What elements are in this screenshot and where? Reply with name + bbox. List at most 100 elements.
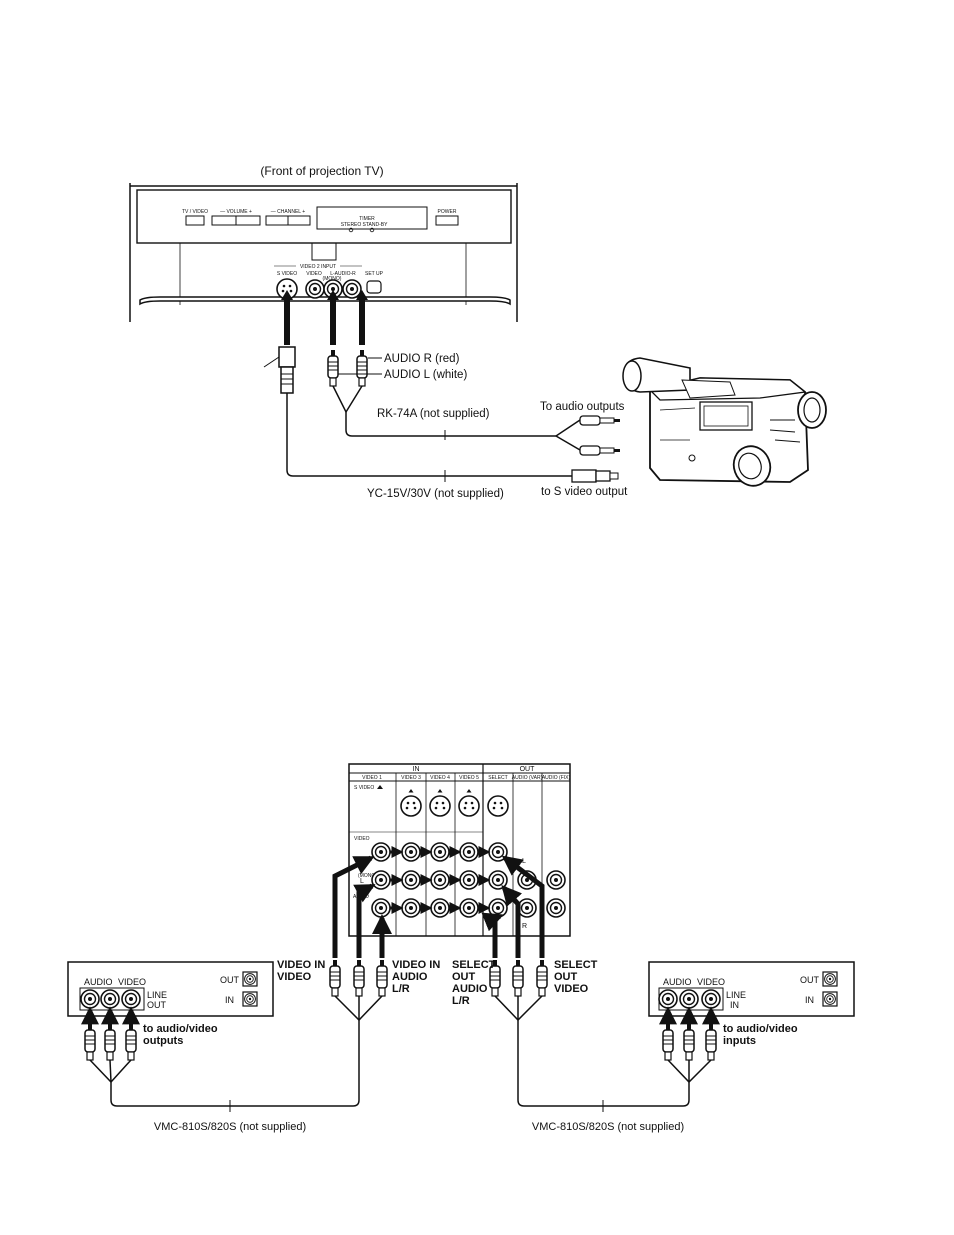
camcorder-side-plugs bbox=[571, 415, 620, 483]
right-vcr: AUDIO VIDEO LINE IN OUT IN bbox=[648, 961, 855, 1017]
select-out-audio-label-4: L/R bbox=[452, 995, 470, 1007]
video3-video-jack[interactable] bbox=[401, 842, 421, 862]
caption-front-of-tv: (Front of projection TV) bbox=[260, 164, 383, 178]
video-in-video-plug bbox=[329, 959, 341, 997]
right-vcr-video-plug bbox=[705, 1023, 717, 1061]
setup-button[interactable] bbox=[366, 280, 382, 294]
s-video-jack-select[interactable] bbox=[487, 795, 509, 817]
tv-video-label: TV / VIDEO bbox=[182, 209, 208, 215]
video5-audio-r-jack[interactable] bbox=[459, 898, 479, 918]
timer-label: TIMER bbox=[359, 216, 375, 222]
mono-row-label: (MONO) bbox=[358, 873, 377, 879]
left-vcr-audio-r-jack[interactable] bbox=[100, 989, 120, 1009]
left-vcr-rf-in-jack[interactable] bbox=[244, 993, 256, 1005]
col-audio-fix: AUDIO (FIX) bbox=[542, 775, 571, 781]
left-vcr-video-plug bbox=[125, 1023, 137, 1061]
select-out-video-label-3: VIDEO bbox=[554, 983, 589, 995]
power-button[interactable] bbox=[435, 215, 459, 226]
video5-audio-l-jack[interactable] bbox=[459, 870, 479, 890]
left-vcr-audio-l-jack[interactable] bbox=[80, 989, 100, 1009]
top-connection-arrows bbox=[281, 290, 368, 345]
to-av-inputs-label-1: to audio/video bbox=[723, 1023, 798, 1035]
power-label: POWER bbox=[438, 209, 457, 215]
right-vcr-audio-r-jack[interactable] bbox=[679, 989, 699, 1009]
video3-audio-l-jack[interactable] bbox=[401, 870, 421, 890]
l-row-label: L bbox=[360, 878, 364, 885]
col-audio-var: AUDIO (VAR) bbox=[512, 775, 543, 781]
to-av-outputs-label-1: to audio/video bbox=[143, 1023, 218, 1035]
right-vcr-line-in-label: IN bbox=[730, 1000, 739, 1010]
select-audio-l-jack[interactable] bbox=[488, 870, 508, 890]
video4-video-jack[interactable] bbox=[430, 842, 450, 862]
right-vcr-arrows bbox=[659, 1006, 720, 1025]
camcorder-icon bbox=[622, 357, 827, 487]
volume-label: — VOLUME + bbox=[220, 209, 252, 215]
in-header: IN bbox=[413, 766, 420, 773]
s-video-jack-video3[interactable] bbox=[400, 795, 422, 817]
video2-input-label: VIDEO 2 INPUT bbox=[300, 264, 336, 270]
video4-audio-r-jack[interactable] bbox=[430, 898, 450, 918]
left-vcr-audio-r-plug bbox=[104, 1023, 116, 1061]
audio-fix-r-jack[interactable] bbox=[546, 898, 566, 918]
setup-label: SET UP bbox=[365, 271, 384, 277]
left-vcr-rf-out-label: OUT bbox=[220, 975, 240, 985]
audio-lr-label: L-AUDIO-R bbox=[330, 271, 356, 277]
bottom-diagram: IN OUT VIDEO 1 VIDEO 3 VIDEO 4 VIDEO 5 S… bbox=[67, 763, 855, 1133]
right-vcr-audio-r-plug bbox=[683, 1023, 695, 1061]
left-vcr-line-out-label: OUT bbox=[147, 1000, 167, 1010]
bottom-cables bbox=[89, 995, 712, 1107]
video-in-audio-label-2: AUDIO bbox=[392, 971, 428, 983]
rk74a-label: RK-74A (not supplied) bbox=[377, 408, 490, 420]
s-video-jack-video5[interactable] bbox=[458, 795, 480, 817]
to-audio-outputs-label: To audio outputs bbox=[540, 401, 625, 413]
video3-audio-r-jack[interactable] bbox=[401, 898, 421, 918]
s-video-plug bbox=[263, 346, 296, 394]
stereo-label: STEREO bbox=[341, 222, 362, 228]
right-vcr-video-jack[interactable] bbox=[701, 989, 721, 1009]
left-vcr-video-jack[interactable] bbox=[121, 989, 141, 1009]
video4-audio-l-jack[interactable] bbox=[430, 870, 450, 890]
right-vcr-rf-out-jack[interactable] bbox=[824, 973, 836, 985]
audio-var-r-jack[interactable] bbox=[517, 898, 537, 918]
out-r-label: R bbox=[522, 923, 527, 930]
video-label: VIDEO bbox=[306, 271, 322, 277]
standby-label: STAND-BY bbox=[363, 222, 389, 228]
audio-l-label: AUDIO L (white) bbox=[384, 369, 467, 381]
video5-video-jack[interactable] bbox=[459, 842, 479, 862]
out-header: OUT bbox=[520, 766, 536, 773]
s-video-jack-video4[interactable] bbox=[429, 795, 451, 817]
video1-audio-l-jack[interactable] bbox=[371, 870, 391, 890]
right-vcr-video-label: VIDEO bbox=[697, 977, 725, 987]
av-rear-panel: IN OUT VIDEO 1 VIDEO 3 VIDEO 4 VIDEO 5 S… bbox=[348, 763, 571, 937]
video-in-video-label-2: VIDEO bbox=[277, 971, 312, 983]
vmc-left-label: VMC-810S/820S (not supplied) bbox=[154, 1121, 306, 1133]
left-vcr-audio-l-plug bbox=[84, 1023, 96, 1061]
left-vcr-rf-in-label: IN bbox=[225, 995, 234, 1005]
tv-video-button[interactable] bbox=[185, 215, 205, 226]
right-vcr-audio-l-jack[interactable] bbox=[658, 989, 678, 1009]
col-video-1: VIDEO 1 bbox=[362, 775, 382, 781]
s-video-label: S VIDEO bbox=[277, 271, 297, 277]
col-select: SELECT bbox=[488, 775, 507, 781]
left-vcr-rf-out-jack[interactable] bbox=[244, 973, 256, 985]
right-vcr-audio-l-plug bbox=[662, 1023, 674, 1061]
select-out-audio-label-1: SELECT bbox=[452, 959, 496, 971]
out-l-label: L bbox=[522, 858, 526, 865]
video1-audio-r-jack[interactable] bbox=[371, 898, 391, 918]
video-in-audio-label-3: L/R bbox=[392, 983, 410, 995]
channel-label: — CHANNEL + bbox=[271, 209, 305, 215]
video1-video-jack[interactable] bbox=[371, 842, 391, 862]
stereo-indicator bbox=[348, 227, 354, 233]
left-vcr-audio-label: AUDIO bbox=[84, 977, 113, 987]
select-out-video-plug bbox=[536, 959, 548, 997]
to-s-video-output-label: to S video output bbox=[541, 486, 628, 498]
right-vcr-rf-in-jack[interactable] bbox=[824, 993, 836, 1005]
col-video-4: VIDEO 4 bbox=[430, 775, 450, 781]
video-input-jack[interactable] bbox=[305, 279, 325, 299]
top-cables bbox=[286, 385, 581, 482]
audio-fix-l-jack[interactable] bbox=[546, 870, 566, 890]
audio-r-input-jack[interactable] bbox=[342, 279, 362, 299]
bottom-connection-arrows bbox=[332, 855, 545, 958]
select-video-jack[interactable] bbox=[488, 842, 508, 862]
